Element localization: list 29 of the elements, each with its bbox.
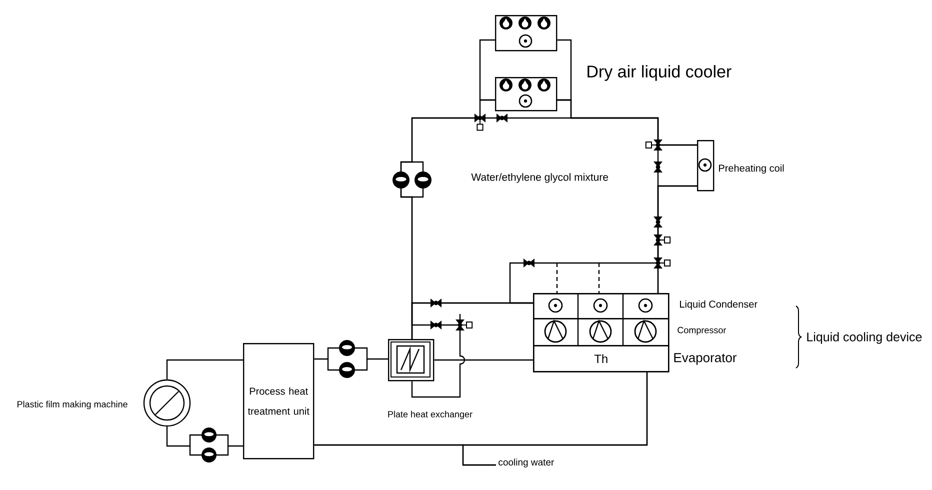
- pipe-line: [166, 359, 243, 380]
- dry-cooler-unit: [495, 15, 558, 52]
- text-label: Dry air liquid cooler: [588, 65, 732, 81]
- pipe-line: [314, 347, 388, 360]
- pipe-line: [557, 39, 572, 101]
- part-label: Liquid Condenser: [680, 300, 758, 310]
- process-unit-box: Process heat treatment unit: [243, 343, 314, 460]
- pipe-line: [166, 426, 243, 447]
- part-label: Plate heat exchanger: [388, 410, 472, 420]
- pipe-label: cooling water: [498, 458, 554, 468]
- dashed-line: [598, 263, 600, 293]
- part-label: Plastic film making machine: [18, 400, 128, 410]
- dry-cooler-unit: [495, 77, 558, 112]
- part-label: Compressor: [678, 326, 726, 336]
- pipe-line: [509, 185, 697, 304]
- part-label: Evaporator: [674, 353, 737, 365]
- pipe-line: [314, 444, 496, 466]
- part-label: Preheating coil: [719, 164, 784, 174]
- pipe-line: [434, 359, 533, 361]
- pipe-line: [479, 39, 495, 101]
- preheating-coil-box: [697, 140, 714, 192]
- pipe-line: [411, 302, 533, 398]
- machine-circle: [143, 379, 191, 427]
- dashed-line: [556, 263, 558, 293]
- text-label: Liquid cooling device: [807, 332, 922, 344]
- compressor-row: [533, 318, 670, 346]
- evaporator-row: Th: [533, 344, 670, 372]
- condenser-row: [533, 293, 670, 320]
- text-label: Water/ethylene glycol mixture: [471, 173, 608, 183]
